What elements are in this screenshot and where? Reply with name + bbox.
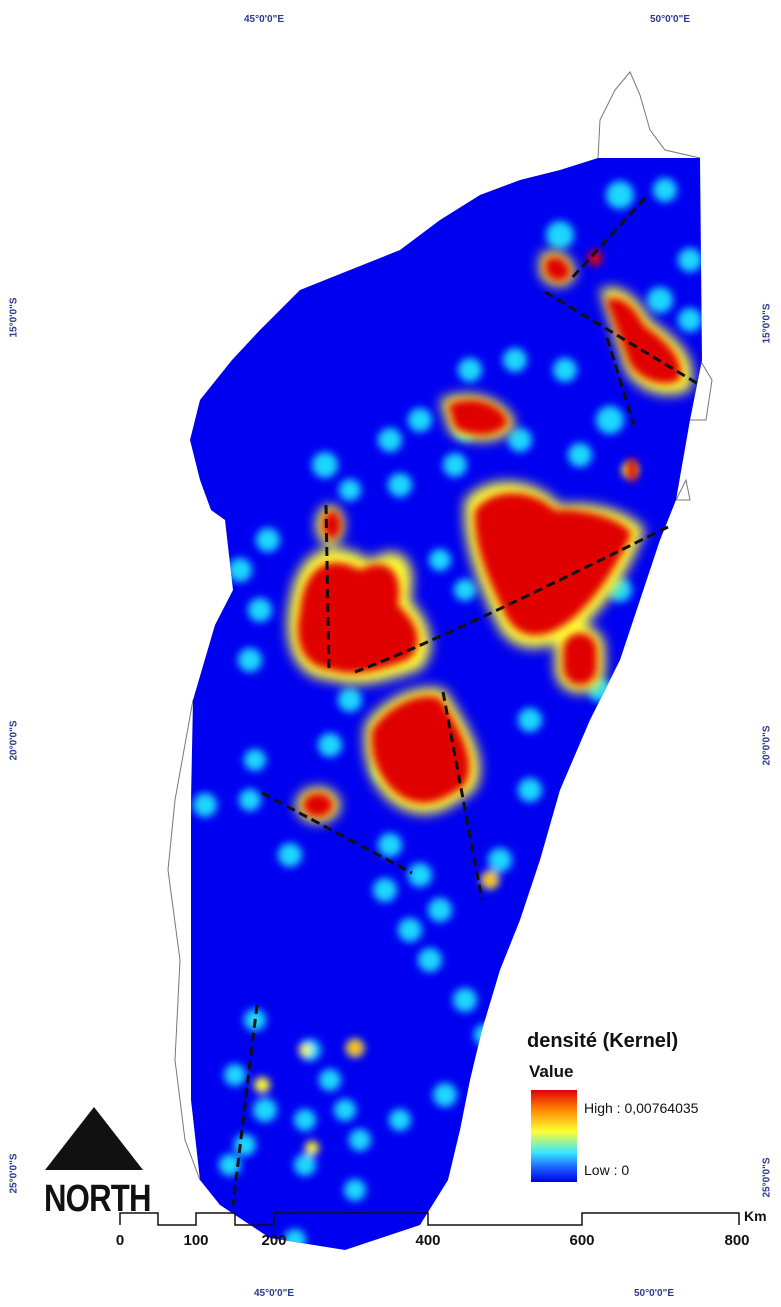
north-arrow-icon — [45, 1107, 143, 1170]
scale-bar — [119, 1212, 740, 1226]
lon-label-bottom-left: 45°0'0"E — [254, 1288, 295, 1299]
legend-subtitle: Value — [529, 1062, 574, 1081]
legend-high-label: High : 0,00764035 — [584, 1100, 699, 1116]
legend-title: densité (Kernel) — [527, 1030, 679, 1052]
scale-label-0: 0 — [115, 1232, 125, 1249]
scale-label-100: 100 — [183, 1232, 209, 1249]
scale-unit: Km — [744, 1208, 767, 1224]
scale-label-800: 800 — [724, 1232, 750, 1249]
legend-color-ramp — [531, 1090, 577, 1182]
lon-label-bottom-right: 50°0'0"E — [634, 1288, 675, 1299]
lon-label-top-left: 45°0'0"E — [244, 14, 285, 25]
scale-label-600: 600 — [569, 1232, 595, 1249]
legend-low-label: Low : 0 — [584, 1162, 630, 1178]
scale-label-400: 400 — [415, 1232, 441, 1249]
lon-label-top-right: 50°0'0"E — [650, 14, 691, 25]
north-label: NORTH — [44, 1178, 152, 1220]
low-density-spots — [193, 178, 702, 1250]
lineaments — [231, 196, 701, 1206]
scale-label-200: 200 — [261, 1232, 287, 1249]
